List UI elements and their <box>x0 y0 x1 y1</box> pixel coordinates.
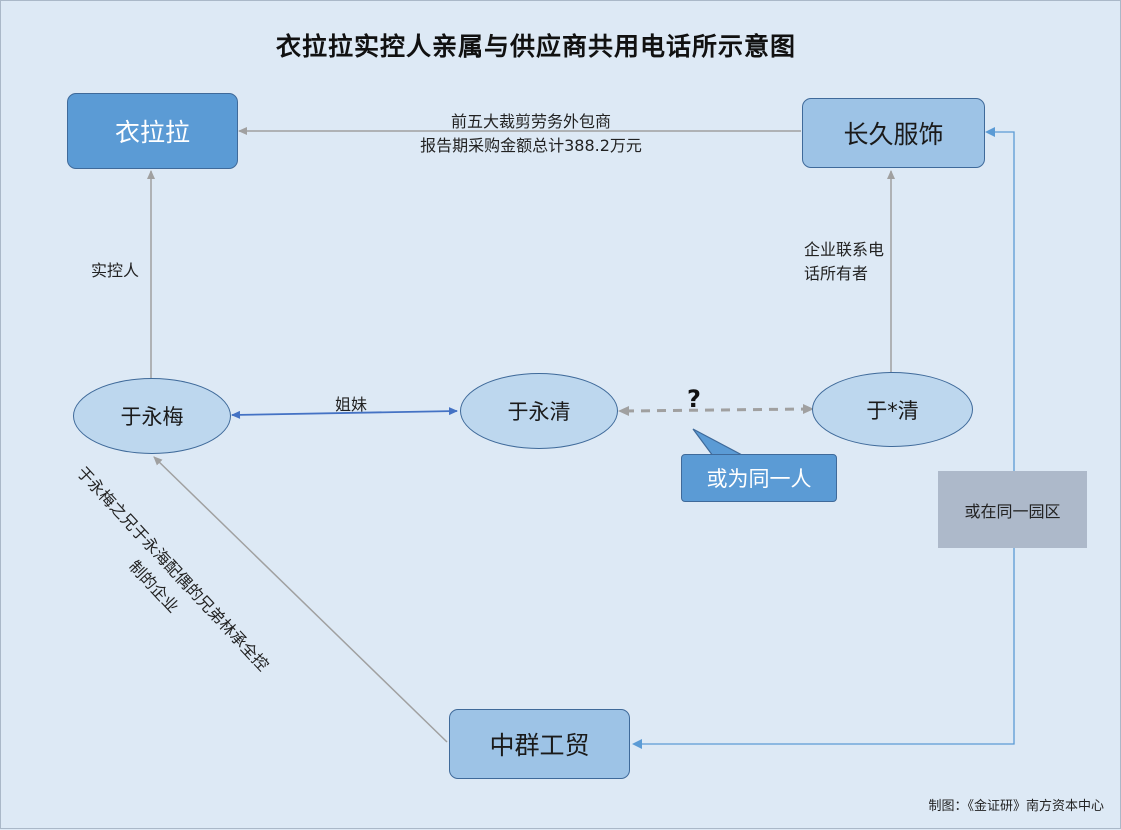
node-yilala: 衣拉拉 <box>67 93 238 169</box>
node-yu-yongmei: 于永梅 <box>73 378 231 454</box>
edge-label-actual-controller: 实控人 <box>91 261 140 280</box>
edge-zhongqun-yongmei <box>153 456 448 743</box>
arrowhead-right-dashed <box>803 404 814 414</box>
question-mark: ? <box>687 385 701 413</box>
edge-label-contact-owner-line2: 话所有者 <box>804 264 869 283</box>
arrowhead-park-changjiu <box>985 127 995 137</box>
edge-label-contact-owner: 企业联系电 话所有者 <box>804 238 884 286</box>
edge-sisters <box>231 407 458 419</box>
node-yu-yongqing: 于永清 <box>460 373 618 449</box>
note-same-park: 或在同一园区 <box>938 471 1087 548</box>
node-zhongqun: 中群工贸 <box>449 709 630 779</box>
callout-pointer <box>692 428 745 457</box>
edge-label-supplier-line1: 前五大裁剪劳务外包商 <box>450 112 611 131</box>
edge-park-connector <box>634 131 1015 745</box>
callout-same-person: 或为同一人 <box>681 454 837 502</box>
edge-label-contact-owner-line1: 企业联系电 <box>804 240 885 259</box>
credit-text: 制图：《金证研》南方资本中心 <box>928 799 1104 814</box>
arrowhead-park-zhongqun <box>632 739 642 749</box>
edge-label-sisters: 姐妹 <box>335 395 368 414</box>
edge-label-supplier-line2: 报告期采购金额总计388.2万元 <box>420 136 642 155</box>
edge-label-supplier: 前五大裁剪劳务外包商 报告期采购金额总计388.2万元 <box>381 110 681 158</box>
node-changjiu: 长久服饰 <box>802 98 985 168</box>
node-yu-star-qing: 于*清 <box>812 372 973 447</box>
diagram-title: 衣拉拉实控人亲属与供应商共用电话所示意图 <box>275 32 796 61</box>
edge-same-person-dashed <box>624 407 808 413</box>
arrowhead-left-dashed <box>618 406 629 416</box>
